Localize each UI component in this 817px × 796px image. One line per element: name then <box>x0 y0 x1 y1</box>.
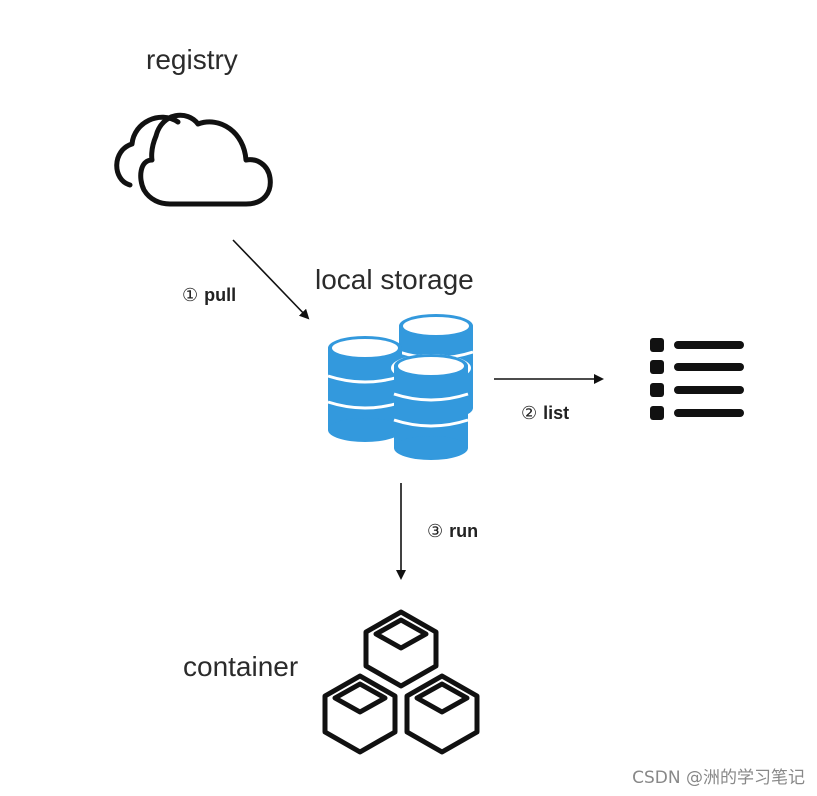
database-icon <box>327 314 474 460</box>
list-icon <box>650 338 744 420</box>
local-storage-label: local storage <box>315 264 474 295</box>
cloud-icon <box>114 112 273 207</box>
pull-arrow <box>232 239 310 320</box>
container-label: container <box>183 651 299 682</box>
pull-step-command: pull <box>204 285 237 305</box>
registry-label: registry <box>146 44 238 75</box>
list-step-command: list <box>543 403 570 423</box>
run-step-command: run <box>449 521 479 541</box>
boxes-icon <box>322 609 480 755</box>
run-step-number: ③ <box>427 521 444 541</box>
pull-step-number: ① <box>182 285 199 305</box>
watermark: CSDN @洲的学习笔记 <box>632 768 805 788</box>
list-step-number: ② <box>521 403 538 423</box>
